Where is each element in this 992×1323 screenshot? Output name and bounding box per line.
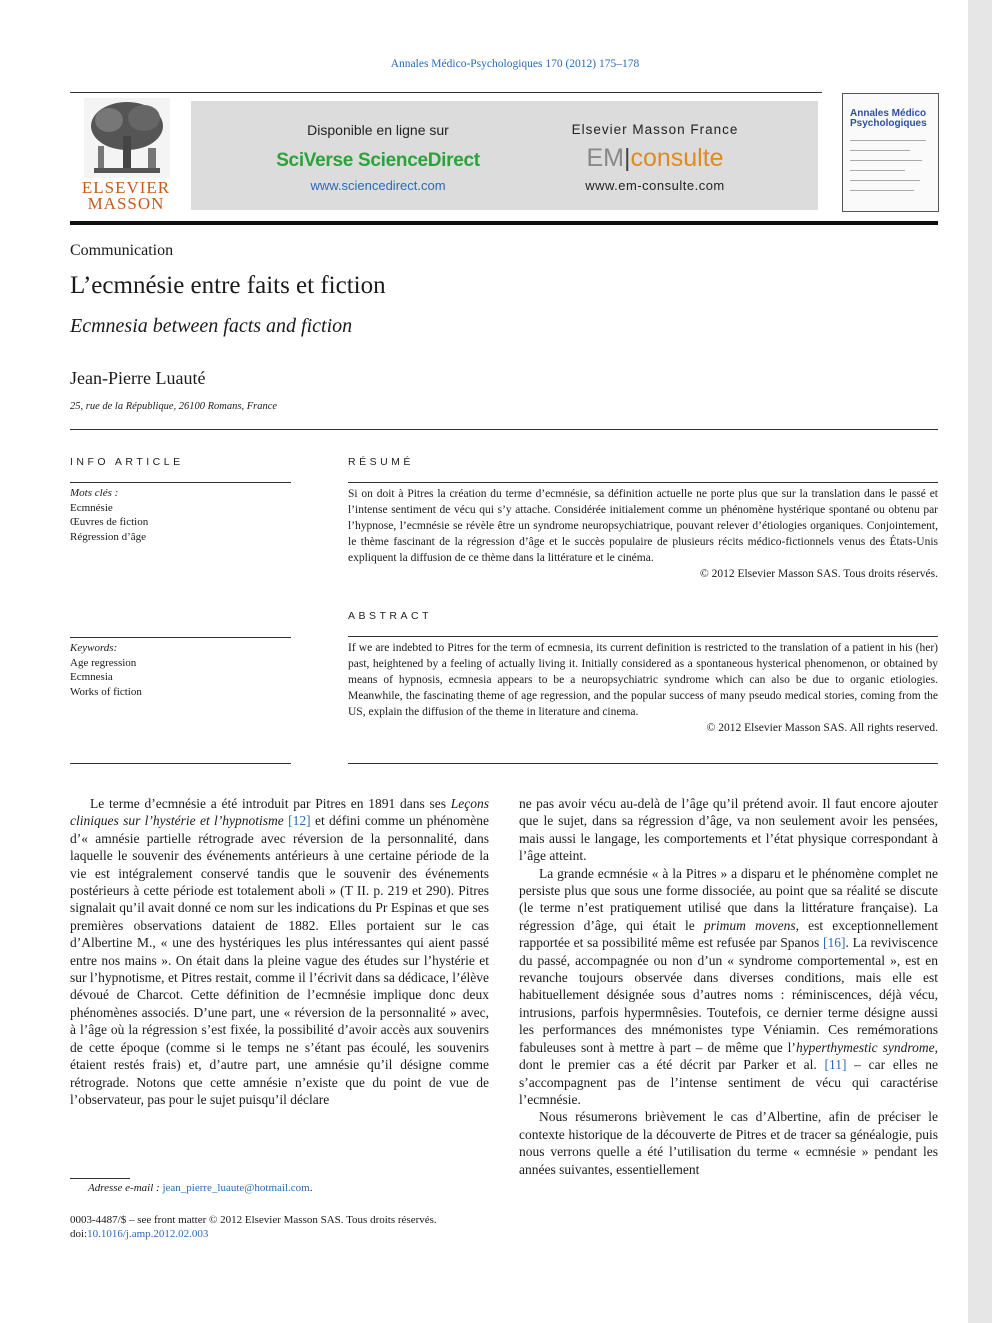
citation-link[interactable]: [16]: [823, 935, 846, 951]
footnote: Adresse e-mail : jean_pierre_luaute@hotm…: [88, 1182, 312, 1194]
info-article-heading: INFO ARTICLE: [70, 456, 184, 468]
keyword-item: Régression d’âge: [70, 530, 147, 543]
doi-prefix: doi:: [70, 1228, 88, 1240]
keyword-item: Works of fiction: [70, 685, 142, 698]
body-italic: hyperthymestic syndrome: [795, 1039, 935, 1055]
scrollbar[interactable]: [968, 0, 992, 1323]
elsevier-masson-logo: ELSEVIER MASSON: [78, 178, 174, 213]
author-name[interactable]: Jean-Pierre Luauté: [70, 368, 206, 388]
footnote-end: .: [309, 1182, 313, 1194]
body-paragraph: ne pas avoir vécu au-delà de l’âge qu’il…: [519, 796, 938, 864]
footnote-label: Adresse e-mail :: [88, 1182, 160, 1194]
body-column-left: Le terme d’ecmnésie a été introduit par …: [70, 795, 489, 1108]
access-banner: [191, 101, 818, 210]
resume-copyright: © 2012 Elsevier Masson SAS. Tous droits …: [699, 568, 938, 580]
keywords-block: Keywords: Age regression Ecmnesia Works …: [70, 641, 290, 699]
cover-text-line: [850, 180, 920, 181]
sciverse-logo[interactable]: SciVerse ScienceDirect: [276, 150, 480, 171]
header-rule: [70, 92, 822, 93]
keywords-rule: [70, 637, 291, 638]
author-address: 25, rue de la République, 26100 Romans, …: [70, 401, 278, 412]
logo-line-1: ELSEVIER: [81, 178, 171, 197]
section-rule: [70, 429, 938, 430]
body-column-right: ne pas avoir vécu au-delà de l’âge qu’il…: [519, 795, 938, 1178]
mots-cles-label: Mots clés :: [70, 487, 119, 499]
journal-cover[interactable]: [842, 93, 939, 212]
cover-title-line-2: Psychologiques: [850, 118, 927, 129]
footnote-rule: [70, 1178, 130, 1179]
abstract-heading: ABSTRACT: [348, 610, 433, 622]
sciencedirect-link[interactable]: www.sciencedirect.com: [310, 178, 446, 193]
journal-reference[interactable]: Annales Médico-Psychologiques 170 (2012)…: [390, 58, 640, 70]
em-right: consulte: [630, 144, 724, 172]
body-text: La grande ecmnésie « à la Pitres » a dis…: [519, 865, 938, 933]
cover-title-line-1: Annales Médico: [850, 108, 927, 119]
article-title-english: Ecmnesia between facts and fiction: [70, 315, 353, 337]
mots-cles-block: Mots clés : Ecmnésie Œuvres de fiction R…: [70, 486, 290, 544]
resume-heading: RÉSUMÉ: [348, 456, 414, 468]
elsevier-tree-icon: [84, 98, 170, 178]
cover-text-line: [850, 160, 922, 161]
abstract-bottom-rule: [348, 763, 938, 764]
author-email-link[interactable]: jean_pierre_luaute@hotmail.com: [162, 1182, 310, 1194]
emconsulte-logo[interactable]: EM|consulte: [540, 144, 770, 173]
keyword-item: Age regression: [70, 656, 137, 669]
em-left: EM: [586, 144, 624, 172]
cover-text-line: [850, 190, 914, 191]
cover-text-line: [850, 170, 905, 171]
body-italic: primum movens: [703, 917, 796, 933]
article-title: L’ecmnésie entre faits et fiction: [70, 272, 386, 299]
keyword-item: Œuvres de fiction: [70, 516, 149, 528]
section-label: Communication: [70, 242, 174, 259]
body-text: Le terme d’ecmnésie a été introduit par …: [90, 796, 451, 811]
abstract-copyright: © 2012 Elsevier Masson SAS. All rights r…: [706, 722, 938, 734]
keywords-label: Keywords:: [70, 642, 118, 654]
body-text: , est exceptionnellement rapportée et sa…: [519, 917, 939, 951]
body-italic: Leçons cliniques sur l’hystérie et l’hyp…: [70, 796, 489, 829]
body-paragraph: La grande ecmnésie « à la Pitres » a dis…: [519, 865, 938, 1109]
body-paragraph: Nous résumerons brièvement le cas d’Albe…: [519, 1109, 938, 1177]
elsevier-masson-france-text: Elsevier Masson France: [571, 122, 739, 137]
cover-text-line: [850, 150, 910, 151]
keyword-item: Ecmnesia: [70, 671, 113, 683]
info-bottom-rule: [70, 763, 291, 764]
body-text: , dont le premier cas a été décrit par P…: [519, 1039, 938, 1073]
doi-line: doi:10.1016/j.amp.2012.02.003: [70, 1228, 208, 1240]
info-rule: [70, 482, 291, 483]
cover-title: Annales Médico Psychologiques: [850, 109, 934, 129]
abstract-rule: [348, 636, 938, 637]
resume-text: Si on doit à Pitres la création du terme…: [348, 488, 938, 564]
citation-link[interactable]: [11]: [824, 1057, 847, 1073]
abstract-block: If we are indebted to Pitres for the ter…: [348, 640, 938, 736]
body-paragraph: Le terme d’ecmnésie a été introduit par …: [70, 795, 489, 1108]
available-online-text: Disponible en ligne sur: [307, 122, 449, 138]
header-thick-rule: [70, 221, 938, 225]
body-text: . La reviviscence du passé, accompagnée …: [519, 935, 939, 1055]
logo-line-2: MASSON: [87, 194, 165, 213]
doi-link[interactable]: 10.1016/j.amp.2012.02.003: [87, 1228, 209, 1240]
resume-rule: [348, 482, 938, 483]
keyword-item: Ecmnésie: [70, 501, 113, 514]
emconsulte-link[interactable]: www.em-consulte.com: [585, 178, 725, 193]
resume-block: Si on doit à Pitres la création du terme…: [348, 486, 938, 582]
body-text: – car elles ne s’accompagnent pas de l’i…: [519, 1057, 939, 1107]
em-divider: |: [623, 144, 631, 172]
body-text: et défini comme un phénomène d’« amnésie…: [70, 813, 489, 1107]
citation-link[interactable]: [12]: [288, 813, 311, 829]
cover-text-line: [850, 140, 926, 141]
abstract-text: If we are indebted to Pitres for the ter…: [348, 642, 938, 718]
issn-line: 0003-4487/$ – see front matter © 2012 El…: [70, 1214, 437, 1226]
